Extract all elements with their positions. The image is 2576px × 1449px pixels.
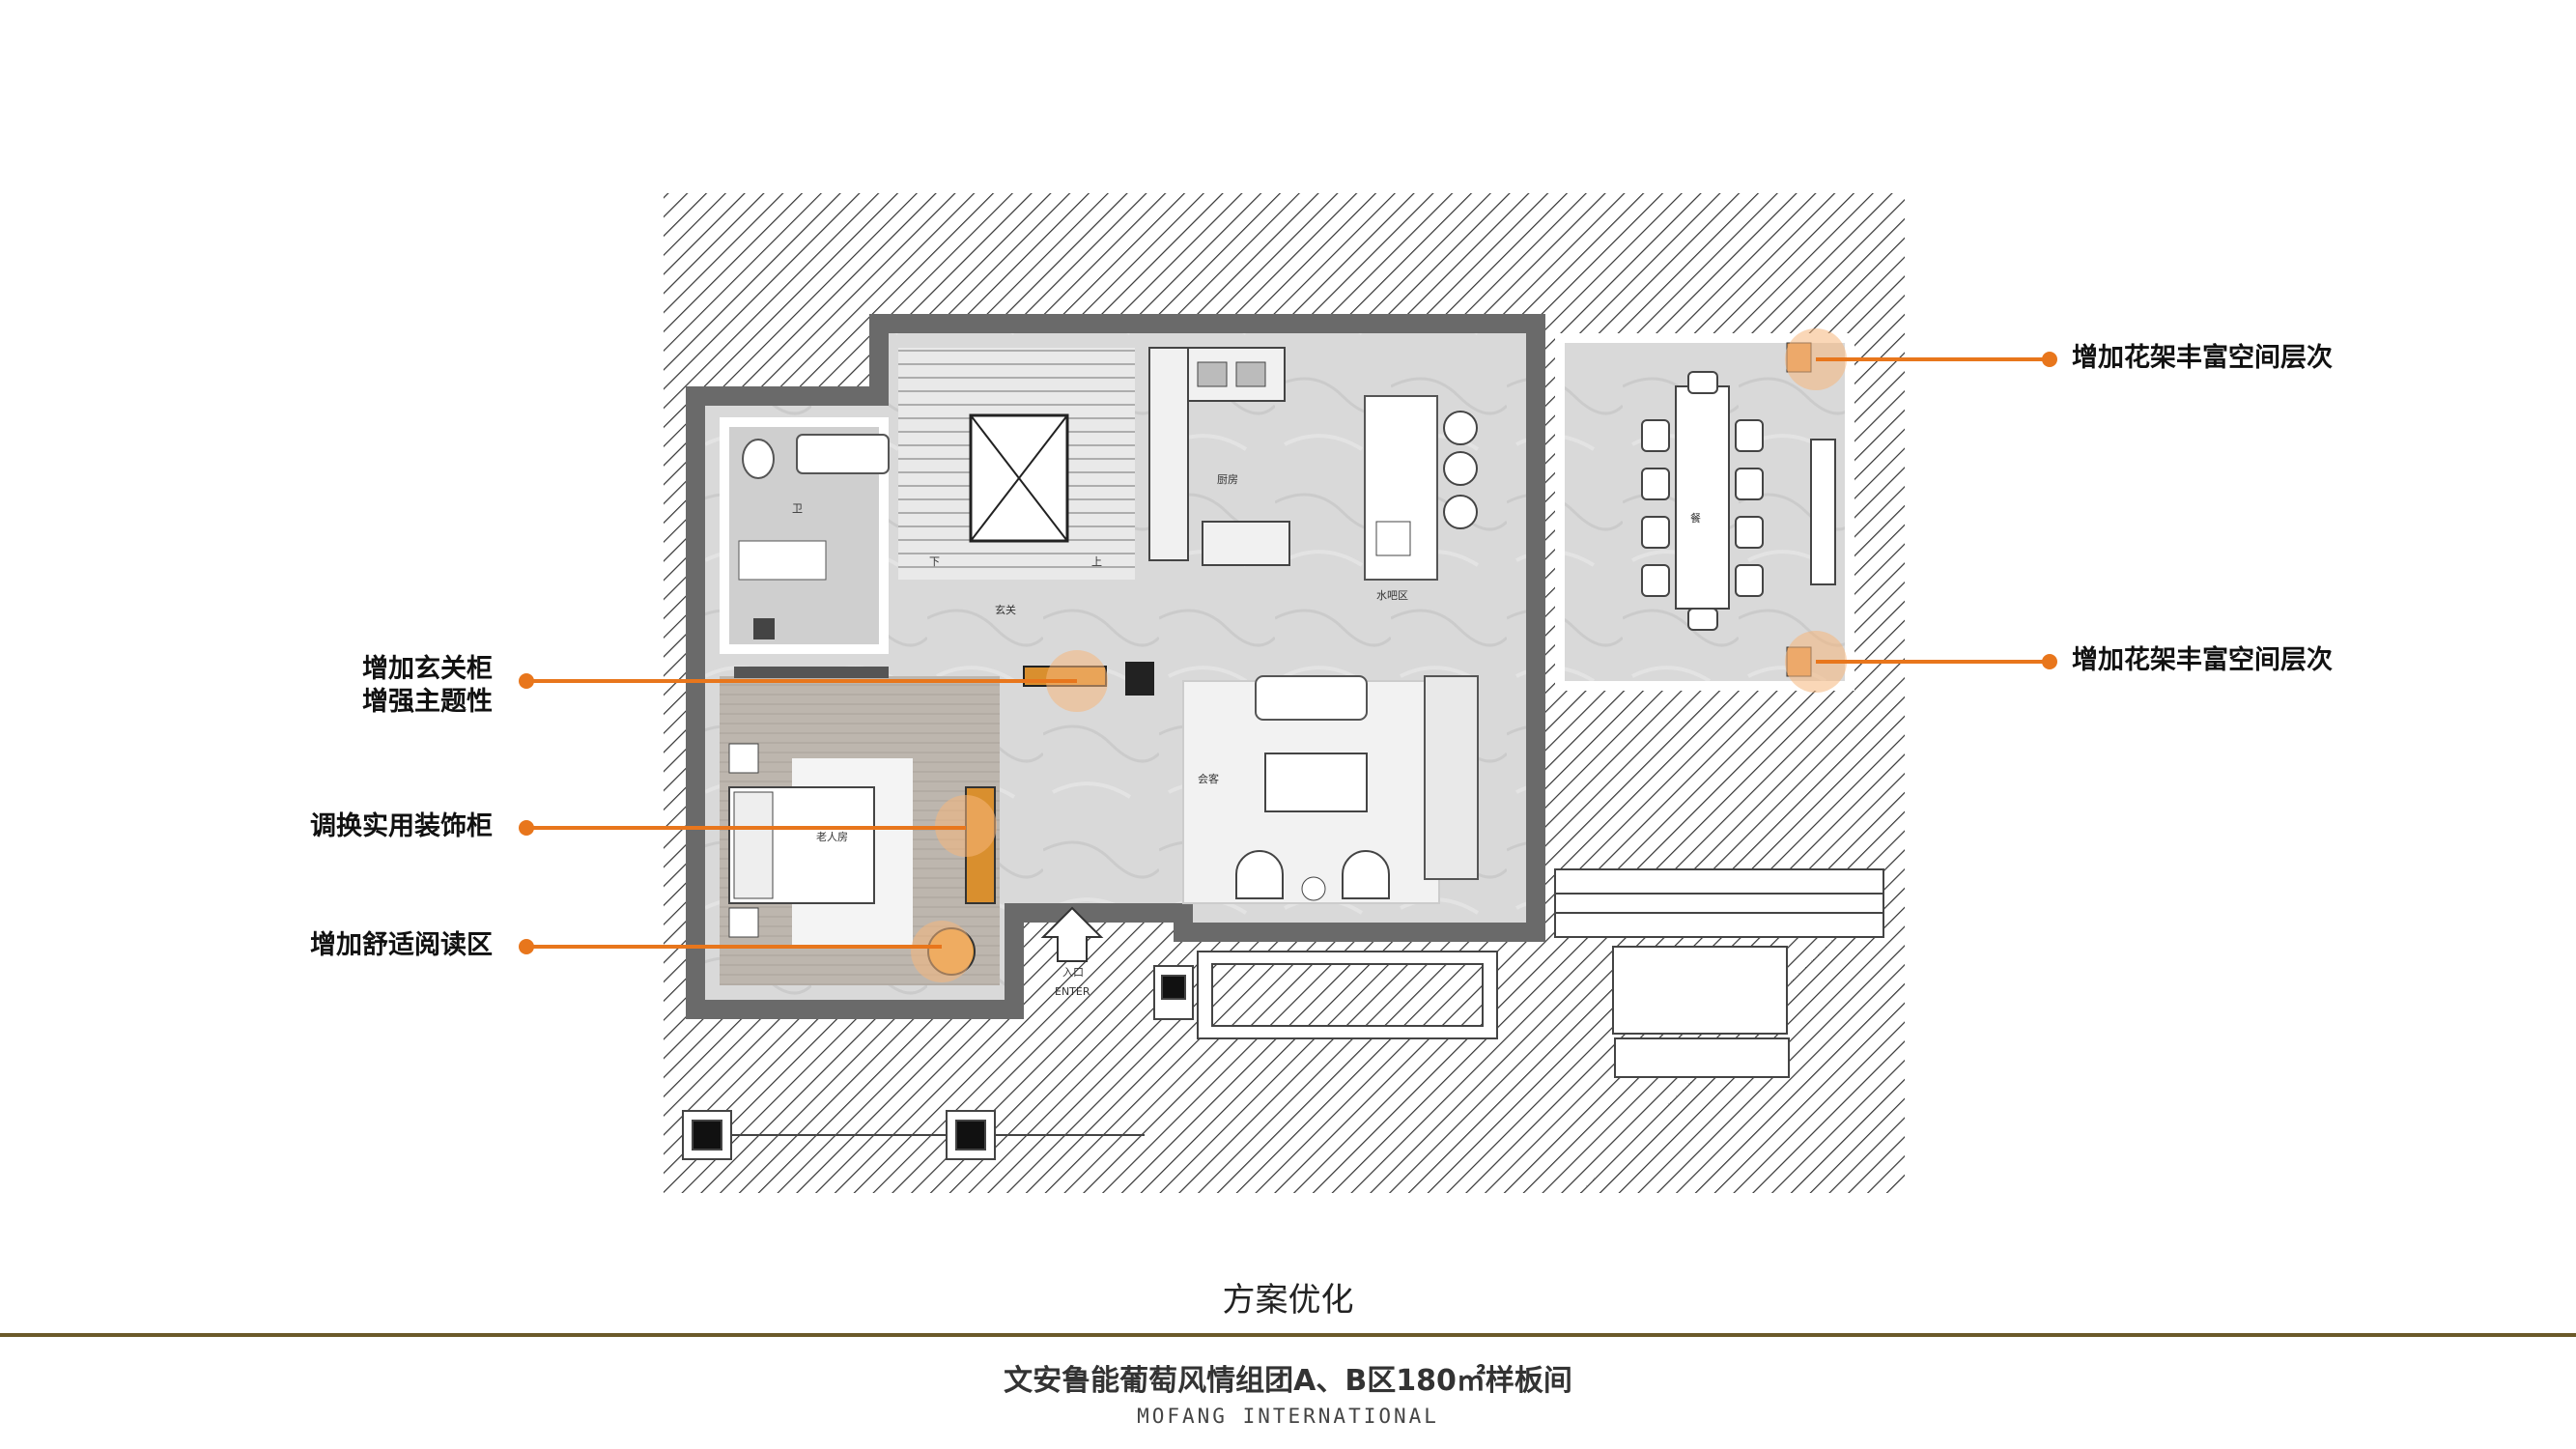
callout-text: 增加玄关柜: [362, 654, 493, 684]
callout-dot: [2042, 654, 2057, 669]
callout-dining-bottom: 增加花架丰富空间层次: [2072, 644, 2333, 677]
room-label-entrance-en: ENTER: [1055, 985, 1090, 998]
highlight-reading-area: [911, 921, 973, 982]
room-label-living: 会客: [1198, 772, 1219, 785]
room-label-entrance: 入口: [1062, 966, 1084, 979]
callout-decor-cabinet: 调换实用装饰柜: [261, 810, 493, 843]
callout-leaders: [526, 357, 2050, 949]
callout-dots: [519, 352, 2057, 954]
garden-lines: [682, 868, 1884, 1160]
callout-text: 增加花架丰富空间层次: [2072, 645, 2333, 675]
room-label-stairs-down: 下: [929, 555, 940, 568]
callout-dot: [519, 820, 534, 836]
plan-title: 方案优化: [1222, 1281, 1354, 1320]
callout-text: 增加舒适阅读区: [310, 930, 493, 960]
room-labels: 卫 厨房 下 上 玄关 水吧区 餐 老人房 会客 入口 ENTER: [792, 473, 1701, 998]
callout-entry-cabinet: 增加玄关柜 增强主题性: [299, 653, 493, 719]
callout-reading-area: 增加舒适阅读区: [261, 929, 493, 962]
callout-dot: [519, 673, 534, 689]
room-label-bath: 卫: [792, 502, 803, 515]
callout-text: 增加花架丰富空间层次: [2072, 343, 2333, 373]
callout-text: 增强主题性: [362, 687, 493, 717]
room-label-water-bar: 水吧区: [1376, 589, 1408, 602]
callout-dot: [2042, 352, 2057, 367]
callout-text: 调换实用装饰柜: [310, 811, 493, 841]
room-label-dining: 餐: [1690, 511, 1701, 525]
building: [686, 314, 1854, 1019]
brand-name: MOFANG INTERNATIONAL: [1137, 1405, 1439, 1428]
room-label-kitchen: 厨房: [1217, 473, 1238, 486]
entrance-arrow-icon: [1040, 906, 1104, 962]
callout-dining-top: 增加花架丰富空间层次: [2072, 342, 2333, 375]
room-label-bedroom: 老人房: [816, 831, 848, 843]
room-label-stairs: 上: [1091, 555, 1102, 568]
project-title: 文安鲁能葡萄风情组团A、B区180㎡样板间: [1004, 1364, 1572, 1398]
room-label-corridor: 玄关: [995, 603, 1016, 616]
footer-divider: [0, 1333, 2576, 1337]
callout-dot: [519, 939, 534, 954]
